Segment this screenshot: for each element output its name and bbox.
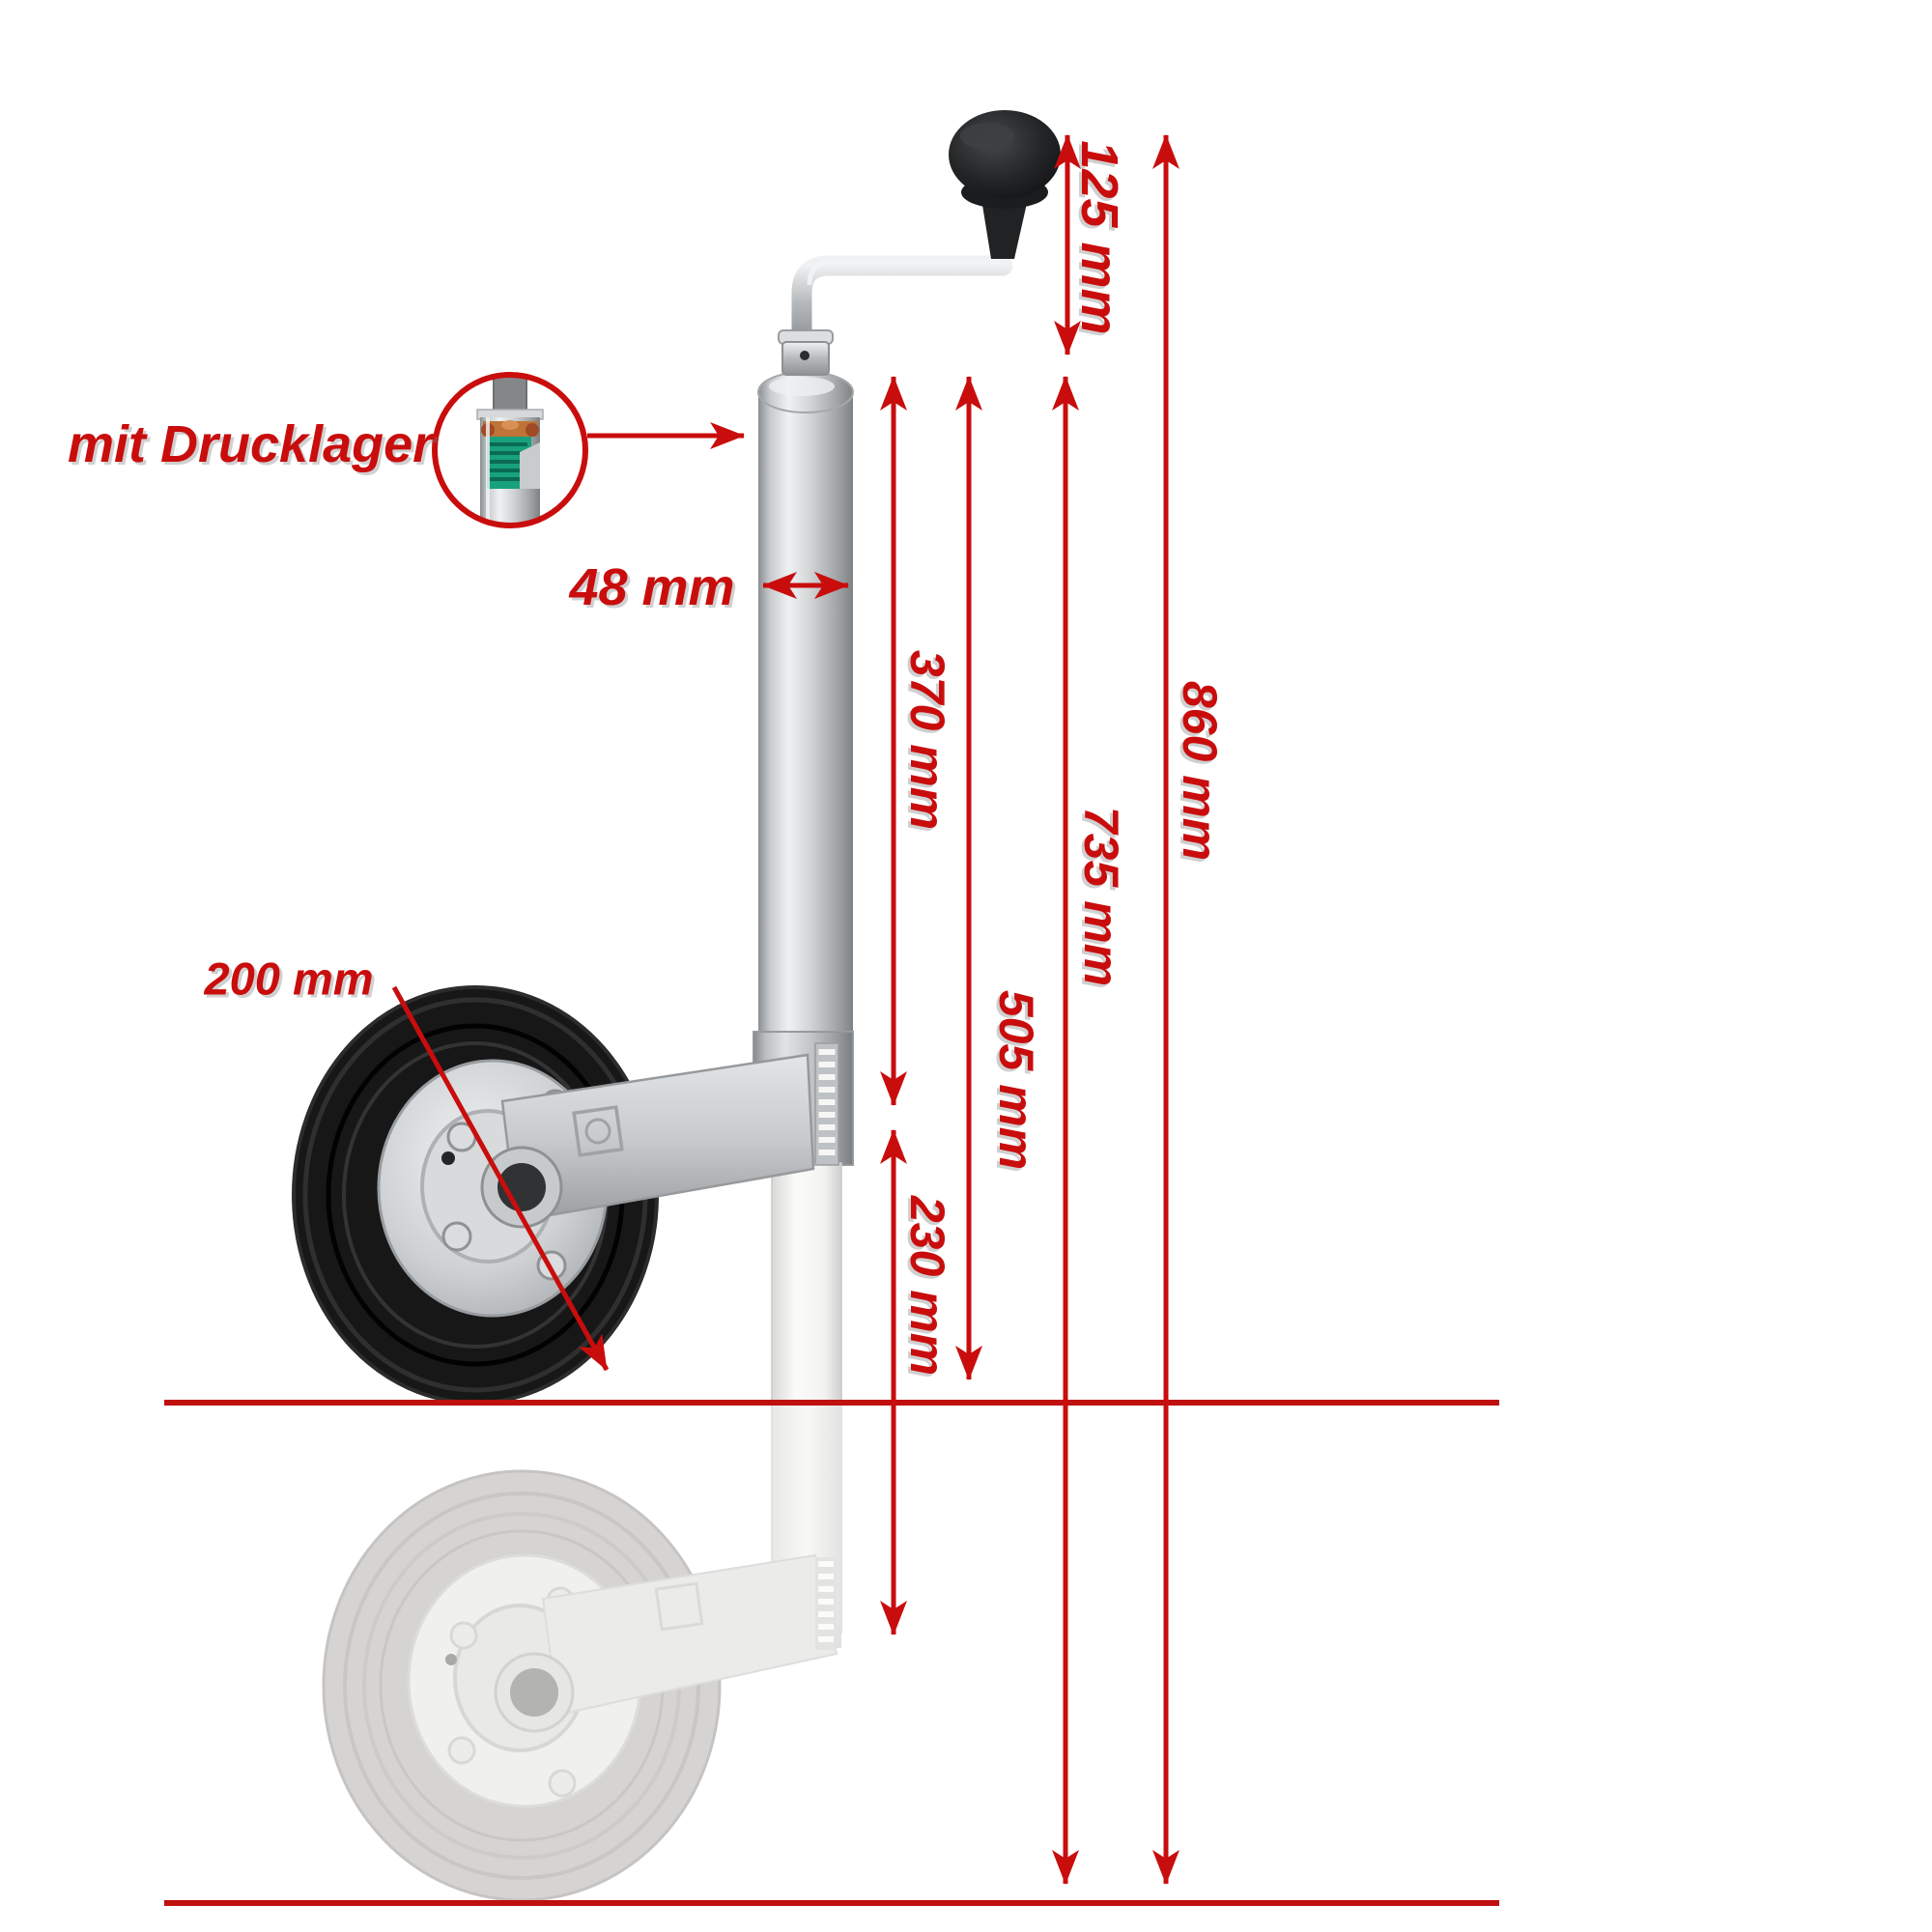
crank-knob — [949, 110, 1061, 199]
dim-label-370mm: 370 mm — [900, 650, 954, 830]
dim-label-125mm: 125 mm — [1070, 140, 1128, 334]
dim-label-505mm: 505 mm — [989, 990, 1043, 1170]
hub-vent-hole — [441, 1151, 455, 1165]
dim-label-230mm: 230 mm — [900, 1195, 954, 1376]
dim-line-200mm — [391, 985, 610, 1372]
dim-label-735mm: 735 mm — [1074, 807, 1128, 986]
collar-pin-hole — [800, 351, 810, 360]
inset-circle-outline — [432, 372, 588, 528]
callout-label: mit Drucklager — [68, 415, 436, 473]
crank-rod — [791, 255, 1013, 351]
inset-shaft — [493, 377, 527, 414]
hub-bolt — [441, 1221, 472, 1252]
ghost-extended-assembly — [322, 1404, 842, 1902]
ghost-brand-stamp — [654, 1581, 704, 1632]
inner-tube — [771, 1162, 842, 1406]
bearing-inset — [432, 372, 745, 528]
swing-arm — [480, 1042, 839, 1229]
dim-label-200mm: 200 mm — [203, 953, 373, 1005]
dim-label-860mm: 860 mm — [1173, 681, 1227, 861]
knob-neck — [981, 199, 1028, 259]
dim-label-48mm: 48 mm — [568, 558, 734, 616]
ghost-axle-hole — [510, 1668, 558, 1717]
brand-stamp-icon — [572, 1105, 624, 1157]
support-tube — [753, 371, 854, 1406]
crank-handle — [778, 110, 1061, 376]
dimension-lines — [391, 134, 1179, 1885]
